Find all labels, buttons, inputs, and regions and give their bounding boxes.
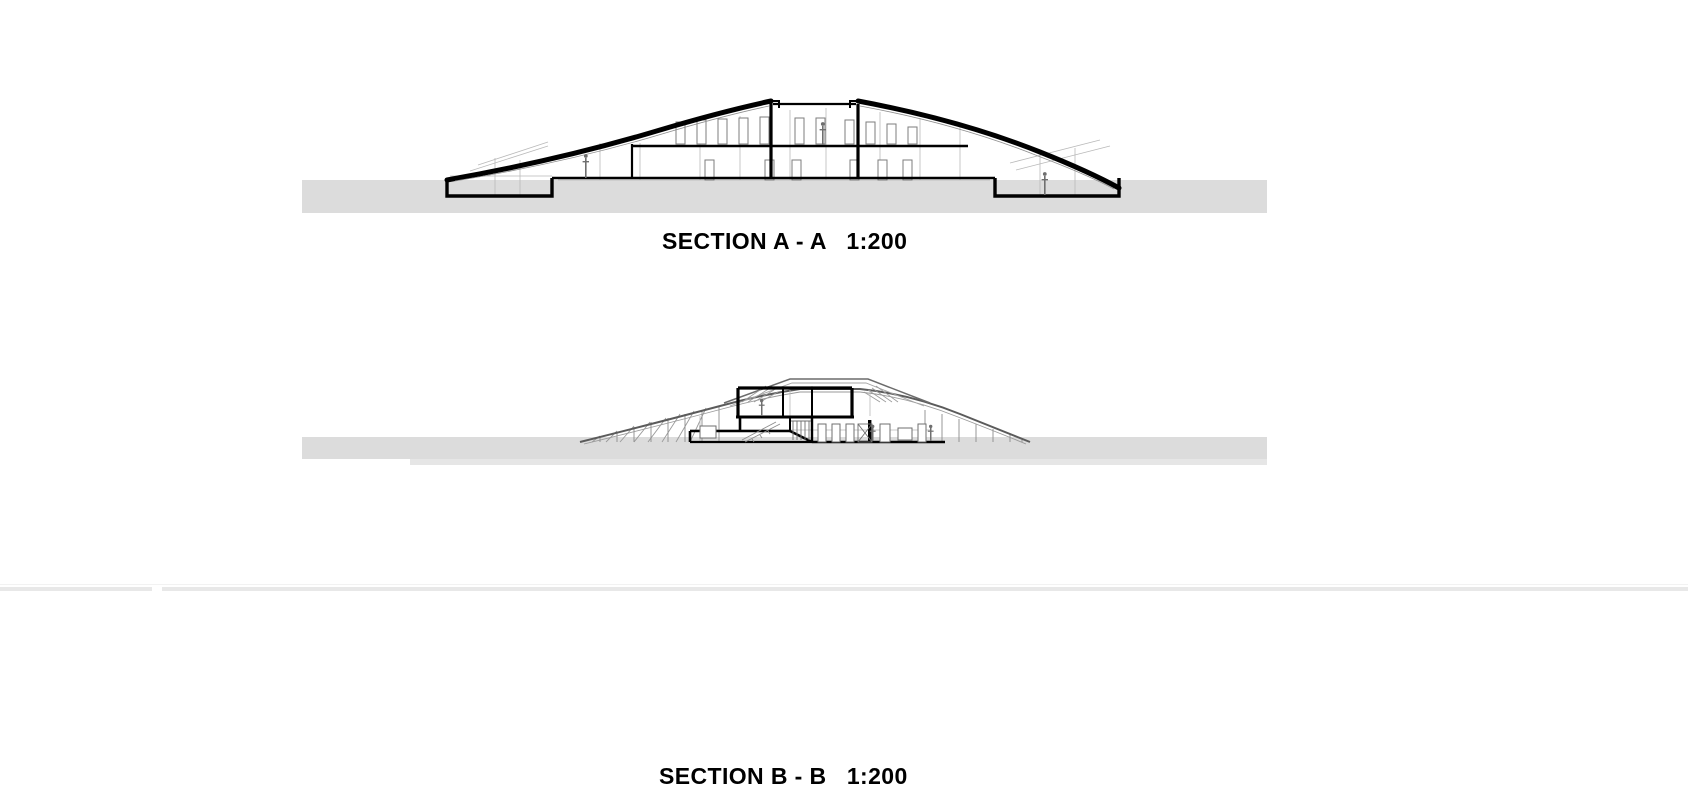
stair-hatch-b: [791, 420, 811, 440]
scale-figure: [819, 122, 826, 145]
curved-roof-a: [444, 98, 1122, 191]
openings-b: [817, 423, 927, 443]
scale-figure: [758, 398, 765, 416]
scale-figure: [927, 424, 934, 441]
openings-a: [675, 116, 918, 181]
sheet-bottom-edge: [0, 584, 1688, 592]
section-b-svg: [302, 378, 1267, 465]
ground-band-b: [302, 437, 1267, 459]
section-a-drawing: SECTION A - A 1:200: [0, 0, 1688, 290]
scale-figures-b: [758, 398, 934, 441]
cut-structure-b: [688, 386, 945, 444]
scale-figure: [1041, 172, 1048, 195]
openings-b: [699, 425, 717, 439]
bottom-edge-segment: [162, 587, 1688, 591]
scale-figures-a: [582, 122, 1048, 195]
section-b-drawing: SECTION B - B 1:200: [0, 290, 1688, 789]
ground-band-b-lower: [410, 459, 1267, 465]
section-b-caption: SECTION B - B 1:200: [659, 763, 908, 789]
scale-figure: [582, 154, 589, 178]
bottom-edge-segment: [0, 587, 152, 591]
ramp-b: [741, 421, 781, 443]
section-a-svg: [302, 98, 1267, 213]
section-a-caption: SECTION A - A 1:200: [662, 228, 908, 254]
scale-figure: [869, 424, 876, 441]
